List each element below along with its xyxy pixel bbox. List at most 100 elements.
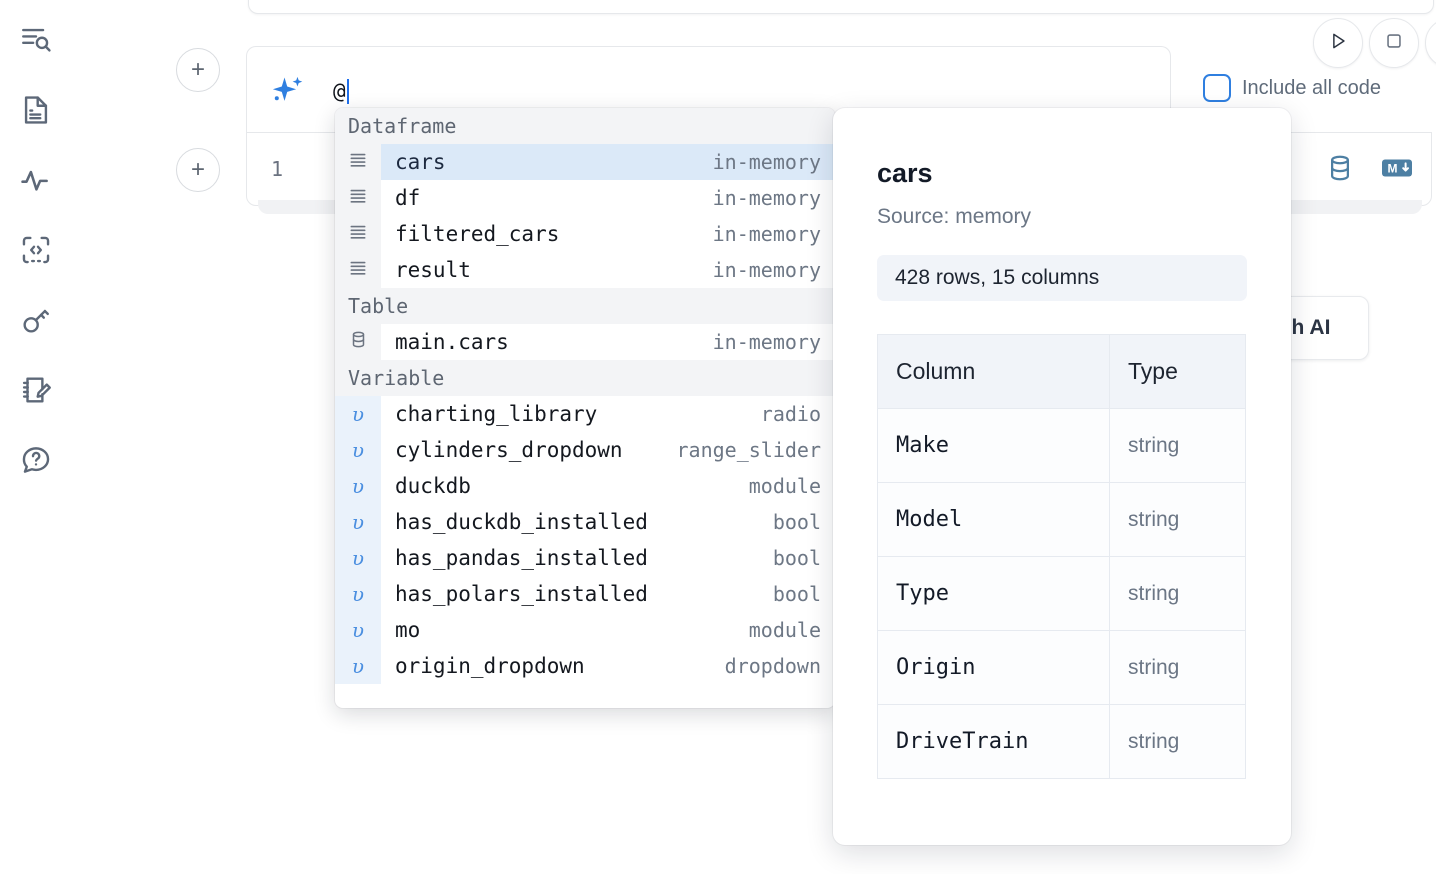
previous-cell[interactable] (248, 0, 1434, 14)
file-icon (19, 93, 53, 127)
dataframe-icon (348, 186, 368, 211)
sparkle-icon (267, 73, 309, 120)
autocomplete-item-name: cars (395, 150, 446, 174)
plus-icon: + (190, 56, 205, 83)
autocomplete-item-type: in-memory (712, 258, 821, 282)
autocomplete-item-type: module (748, 618, 821, 642)
ai-prompt-value: @ (333, 79, 346, 103)
autocomplete-item-name: mo (395, 618, 421, 642)
schema-column-name: Make (877, 408, 1110, 483)
sidebar-item-secrets[interactable] (14, 298, 58, 342)
variable-icon: υ (351, 510, 365, 534)
autocomplete-item-icon (335, 216, 381, 252)
autocomplete-item-name: origin_dropdown (395, 654, 585, 678)
sidebar-item-snippets[interactable] (14, 228, 58, 272)
variable-icon: υ (351, 438, 365, 462)
autocomplete-item-type: bool (772, 582, 821, 606)
svg-text:M: M (1388, 161, 1398, 175)
schema-column-name: Origin (877, 630, 1110, 705)
autocomplete-item-type: range_slider (676, 438, 822, 462)
sidebar-item-file[interactable] (14, 88, 58, 132)
autocomplete-item-type: bool (772, 546, 821, 570)
preview-shape-badge: 428 rows, 15 columns (877, 255, 1247, 301)
autocomplete-item[interactable]: υ has_duckdb_installed bool (335, 504, 835, 540)
autocomplete-item-icon (335, 324, 381, 360)
sidebar (0, 0, 72, 874)
stop-button[interactable] (1369, 18, 1419, 68)
code-snippet-icon (19, 233, 53, 267)
schema-header-column: Column (877, 334, 1110, 409)
sidebar-item-scratchpad[interactable] (14, 368, 58, 412)
variable-icon: υ (351, 582, 365, 606)
add-cell-button-top[interactable]: + (176, 48, 220, 92)
autocomplete-item-name: df (395, 186, 421, 210)
variable-icon: υ (351, 402, 365, 426)
schema-header-row: Column Type (877, 334, 1246, 409)
autocomplete-item-type: in-memory (712, 186, 821, 210)
stop-square-icon (1383, 30, 1405, 57)
overflow-button[interactable] (1425, 18, 1436, 68)
autocomplete-item-icon: υ (335, 504, 381, 540)
run-button[interactable] (1313, 18, 1363, 68)
schema-column-name: Type (877, 556, 1110, 631)
dataframe-icon (348, 222, 368, 247)
schema-column-type: string (1109, 408, 1246, 483)
autocomplete-item-icon (335, 180, 381, 216)
markdown-icon[interactable]: M (1381, 156, 1413, 185)
autocomplete-item-type: bool (772, 510, 821, 534)
help-chat-icon (19, 443, 53, 477)
include-all-code-checkbox[interactable] (1203, 74, 1231, 102)
autocomplete-item[interactable]: cars in-memory (335, 144, 835, 180)
schema-column-type: string (1109, 630, 1246, 705)
add-cell-button-bottom[interactable]: + (176, 148, 220, 192)
schema-column-type: string (1109, 704, 1246, 779)
autocomplete-item-type: in-memory (712, 150, 821, 174)
with-ai-label: h AI (1291, 316, 1331, 339)
autocomplete-item[interactable]: df in-memory (335, 180, 835, 216)
notebook-edit-icon (19, 373, 53, 407)
line-number: 1 (271, 157, 284, 181)
include-all-code-toggle[interactable]: Include all code (1203, 74, 1381, 102)
schema-column-name: DriveTrain (877, 704, 1110, 779)
sidebar-item-activity[interactable] (14, 158, 58, 202)
key-icon (19, 303, 53, 337)
text-caret (346, 78, 349, 104)
autocomplete-item-name: filtered_cars (395, 222, 560, 246)
schema-column-type: string (1109, 556, 1246, 631)
sidebar-item-search[interactable] (14, 18, 58, 62)
play-icon (1327, 30, 1349, 57)
variable-icon: υ (351, 546, 365, 570)
autocomplete-item-name: charting_library (395, 402, 598, 426)
sidebar-item-help[interactable] (14, 438, 58, 482)
database-icon[interactable] (1325, 153, 1355, 188)
autocomplete-item-icon (335, 252, 381, 288)
autocomplete-group-header: Table (335, 288, 835, 324)
schema-column-type: string (1109, 482, 1246, 557)
autocomplete-item-name: has_pandas_installed (395, 546, 648, 570)
dataframe-icon (348, 258, 368, 283)
ai-prompt-input[interactable]: @ (333, 69, 1156, 113)
plus-icon: + (190, 156, 205, 183)
autocomplete-item-type: in-memory (712, 330, 821, 354)
autocomplete-item-name: has_duckdb_installed (395, 510, 648, 534)
autocomplete-item-icon (335, 144, 381, 180)
autocomplete-item[interactable]: υ has_pandas_installed bool (335, 540, 835, 576)
preview-source: Source: memory (877, 205, 1032, 228)
autocomplete-item-icon: υ (335, 468, 381, 504)
autocomplete-item[interactable]: υ charting_library radio (335, 396, 835, 432)
autocomplete-item-type: radio (760, 402, 821, 426)
cell-toolbar: M (1325, 153, 1413, 188)
